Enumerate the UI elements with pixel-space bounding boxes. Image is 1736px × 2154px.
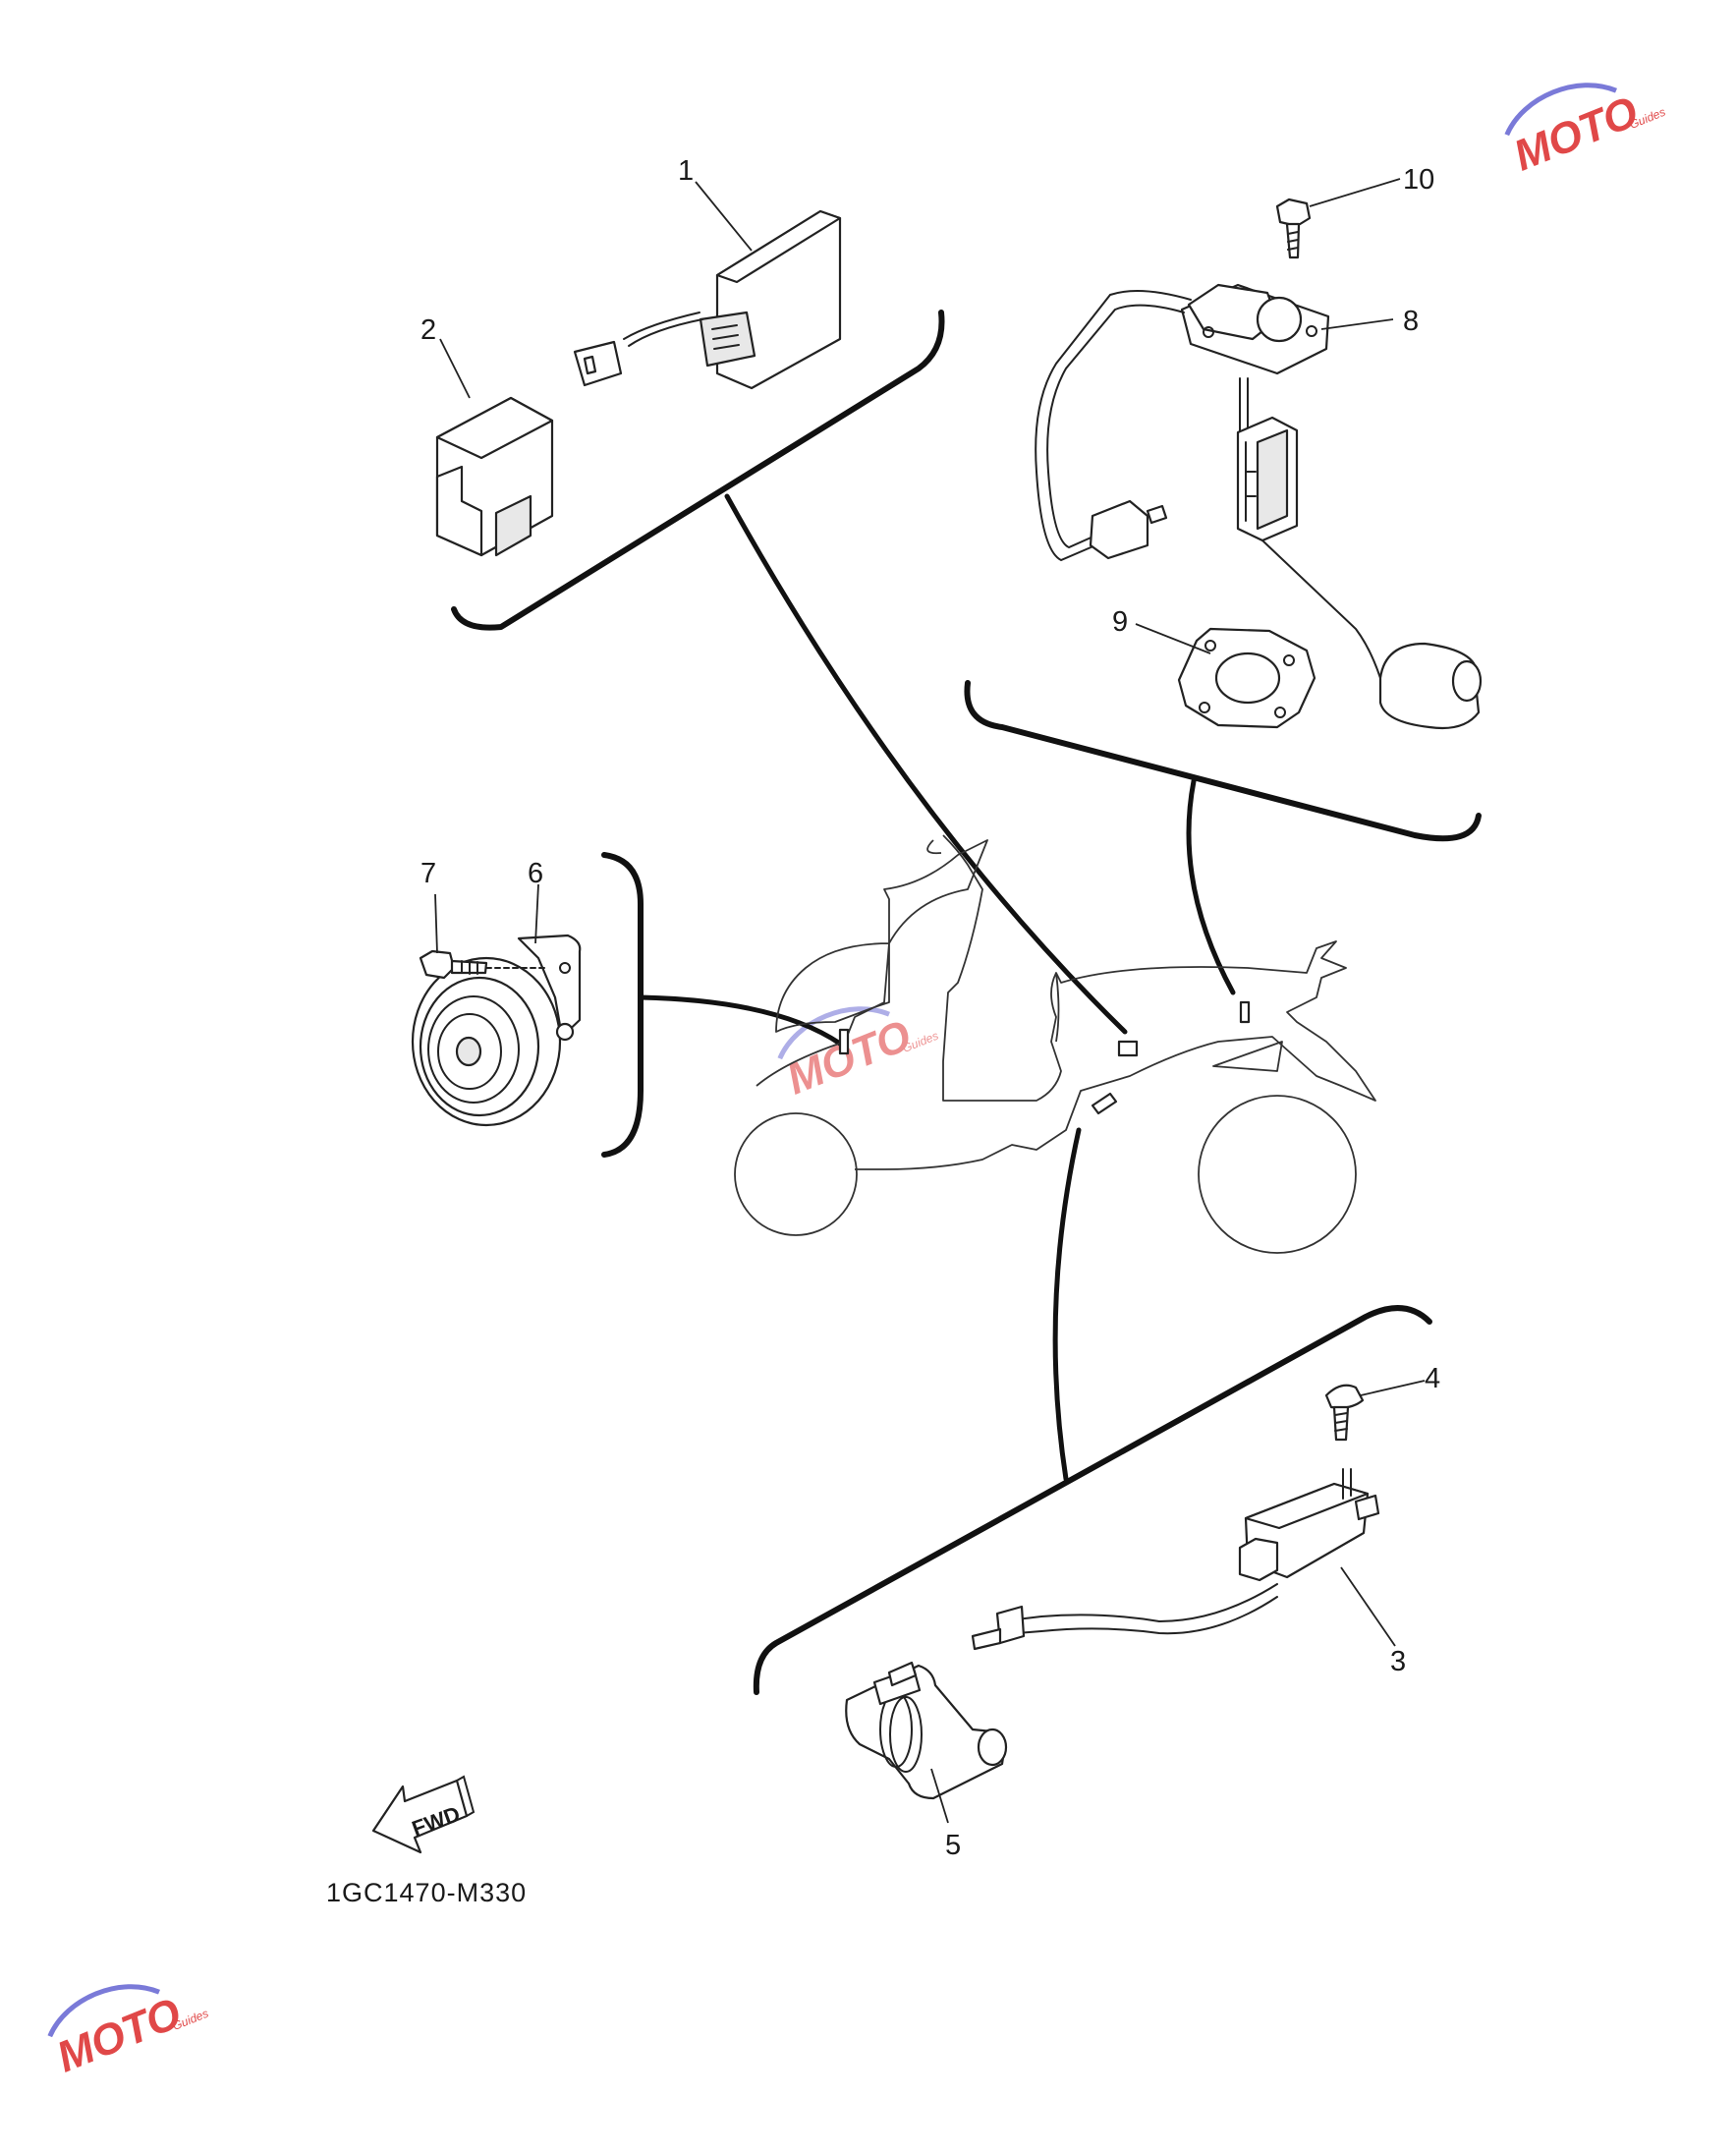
callout-8: 8 <box>1403 306 1419 337</box>
part-2-relay-cover[interactable] <box>435 396 554 557</box>
leader-top-right-to-bike <box>1186 778 1236 995</box>
group-bracket-left <box>601 852 644 1158</box>
part-10-screw[interactable] <box>1275 198 1312 259</box>
watermark-bottom-left: MOTO Guides <box>47 1984 210 2082</box>
watermark-logo-text: MOTO <box>50 1989 188 2082</box>
group-bracket-top-right <box>964 680 1482 842</box>
callout-10: 10 <box>1403 164 1434 196</box>
mount-marker-horn <box>838 1028 850 1055</box>
part-4-screw[interactable] <box>1324 1384 1365 1442</box>
callout-1: 1 <box>678 155 694 187</box>
mount-marker-ignition-coil <box>1091 1092 1118 1115</box>
watermark-logo-text: MOTO <box>1507 87 1645 181</box>
callout-lines <box>434 178 1426 1824</box>
scooter-outline <box>734 834 1376 1254</box>
callout-3: 3 <box>1390 1646 1406 1677</box>
callout-2: 2 <box>420 314 436 346</box>
part-9-gasket[interactable] <box>1177 627 1316 729</box>
part-3-ignition-coil[interactable] <box>971 1468 1380 1651</box>
group-bracket-top-left <box>451 310 945 631</box>
leader-left-to-bike <box>638 994 843 1047</box>
watermark-center: MOTO Guides <box>777 1006 940 1105</box>
diagram-part-code: 1GC1470-M330 <box>326 1878 527 1907</box>
part-7-bolt[interactable] <box>419 949 546 980</box>
callout-9: 9 <box>1112 606 1128 638</box>
leader-bottom-to-bike <box>1052 1127 1082 1482</box>
part-1-cdi-unit[interactable] <box>573 209 842 390</box>
callout-7: 7 <box>420 858 436 889</box>
group-bracket-bottom <box>753 1305 1432 1695</box>
callout-6: 6 <box>528 858 543 889</box>
mount-marker-cdi <box>1117 1040 1139 1057</box>
callout-4: 4 <box>1425 1363 1440 1394</box>
part-8-fuel-sender[interactable] <box>1035 283 1483 730</box>
leader-top-left-to-bike <box>724 493 1128 1035</box>
part-6-horn[interactable] <box>411 934 582 1127</box>
mount-marker-fuel-sender <box>1239 1000 1251 1024</box>
watermark-top-right: MOTO Guides <box>1504 83 1667 181</box>
part-5-plug-cap[interactable] <box>845 1661 1008 1800</box>
callout-5: 5 <box>945 1830 961 1861</box>
fwd-arrow-icon: FWD <box>371 1775 476 1854</box>
